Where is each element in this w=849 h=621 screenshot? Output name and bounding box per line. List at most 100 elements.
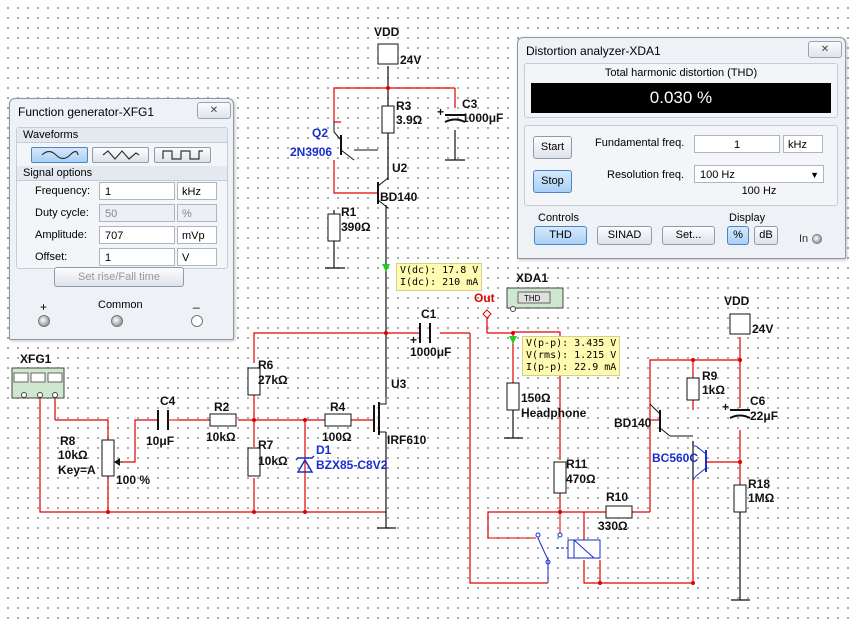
svg-text:R7: R7	[258, 438, 274, 452]
probe-1-vdc: V(dc): 17.8 V	[400, 265, 479, 276]
thd-label: Total harmonic distortion (THD)	[604, 67, 758, 79]
start-button[interactable]: Start	[533, 136, 572, 159]
minus-terminal-label: _	[193, 295, 200, 309]
svg-text:VDD: VDD	[724, 294, 750, 308]
svg-text:10kΩ: 10kΩ	[58, 448, 88, 462]
capacitor-c6[interactable]: C6 22μF +	[722, 394, 778, 423]
minus-terminal[interactable]	[191, 315, 203, 327]
fundamental-freq-input[interactable]: 1	[694, 135, 780, 153]
probe-1-idc: I(dc): 210 mA	[400, 277, 479, 288]
waveform-sine-button[interactable]	[31, 147, 88, 163]
junction-dots	[106, 86, 742, 585]
function-generator-close-button[interactable]: ✕	[197, 102, 231, 119]
probe-2-marker[interactable]	[509, 336, 517, 344]
offset-unit[interactable]: V	[177, 248, 217, 266]
duty-cycle-input[interactable]: 50	[99, 204, 175, 222]
transistor-u2[interactable]: U2 BD140	[377, 161, 418, 209]
percent-button[interactable]: %	[727, 226, 749, 245]
resistor-r18[interactable]: R18 1MΩ	[733, 477, 775, 513]
resistor-r7[interactable]: R7 10kΩ	[247, 438, 288, 477]
resistor-r3[interactable]: R3 3.9Ω	[381, 99, 423, 134]
capacitor-c3[interactable]: C3 1000μF +	[437, 97, 503, 125]
resistor-r4[interactable]: R4 100Ω	[322, 400, 352, 444]
duty-cycle-unit[interactable]: %	[177, 204, 217, 222]
offset-input[interactable]: 1	[99, 248, 175, 266]
transistor-bd140-right[interactable]: BD140	[614, 403, 693, 437]
chevron-down-icon[interactable]: ▼	[810, 170, 819, 180]
xda1-instrument[interactable]: XDA1 THD	[506, 271, 564, 312]
svg-text:IRF610: IRF610	[387, 433, 427, 447]
waveform-triangle-button[interactable]	[92, 147, 149, 163]
resistor-r10[interactable]: R10 330Ω	[598, 490, 633, 533]
resistor-r2[interactable]: R2 10kΩ	[206, 400, 237, 444]
resolution-freq-label: Resolution freq.	[607, 169, 685, 181]
amplitude-label: Amplitude:	[35, 229, 87, 241]
svg-text:150Ω: 150Ω	[521, 391, 551, 405]
thd-button[interactable]: THD	[534, 226, 587, 245]
stop-button[interactable]: Stop	[533, 170, 572, 193]
frequency-input[interactable]: 1	[99, 182, 175, 200]
headphone-load[interactable]: 150Ω Headphone	[506, 382, 587, 420]
svg-text:Headphone: Headphone	[521, 406, 587, 420]
resistor-r1[interactable]: R1 390Ω	[327, 205, 371, 242]
controls-label: Controls	[538, 212, 579, 224]
resistor-r6[interactable]: R6 27kΩ	[247, 358, 288, 396]
common-terminal[interactable]	[111, 315, 123, 327]
svg-text:Out: Out	[474, 291, 495, 305]
common-terminal-label: Common	[98, 299, 143, 311]
resolution-freq-select[interactable]: 100 Hz ▼	[694, 165, 824, 183]
out-label: Out	[474, 291, 495, 319]
svg-text:R4: R4	[330, 400, 346, 414]
distortion-analyzer-close-button[interactable]: ✕	[808, 41, 842, 58]
set-rise-fall-time-button[interactable]: Set rise/Fall time	[54, 267, 184, 287]
distortion-analyzer-title: Distortion analyzer-XDA1	[526, 44, 661, 58]
transistor-bc560c[interactable]: BC560C	[652, 445, 707, 481]
svg-text:24V: 24V	[400, 53, 421, 67]
frequency-unit[interactable]: kHz	[177, 182, 217, 200]
svg-text:+: +	[437, 105, 444, 119]
zener-diode-d1[interactable]: D1 BZX85-C8V2	[295, 443, 388, 473]
waveform-square-button[interactable]	[154, 147, 211, 163]
resolution-freq-readout: 100 Hz	[741, 185, 777, 197]
amplitude-input[interactable]: 707	[99, 226, 175, 244]
svg-text:R6: R6	[258, 358, 274, 372]
plus-terminal[interactable]	[38, 315, 50, 327]
xfg1-instrument[interactable]: XFG1	[11, 352, 65, 399]
relay-switch[interactable]	[488, 512, 601, 583]
svg-text:BC560C: BC560C	[652, 451, 698, 465]
probe-2-vrms: V(rms): 1.215 V	[526, 350, 617, 361]
mosfet-u3[interactable]: U3 IRF610	[373, 377, 427, 447]
controls-panel: Controls THD SINAD Set... Display % dB	[524, 212, 780, 248]
probe-1-marker[interactable]	[382, 264, 390, 272]
fundamental-freq-unit[interactable]: kHz	[783, 135, 823, 153]
thd-value: 0.030 %	[649, 88, 713, 107]
frequency-label: Frequency:	[35, 185, 91, 197]
svg-text:R2: R2	[214, 400, 230, 414]
resistor-r11[interactable]: R11 470Ω	[553, 457, 596, 494]
potentiometer-r8[interactable]: R8 10kΩ Key=A 100 %	[58, 434, 150, 487]
transistor-q2[interactable]: Q2 2N3906	[290, 122, 378, 161]
svg-text:R3: R3	[396, 99, 412, 113]
svg-text:27kΩ: 27kΩ	[258, 373, 288, 387]
plus-terminal-label: +	[40, 300, 48, 314]
svg-text:10μF: 10μF	[146, 434, 174, 448]
svg-text:22μF: 22μF	[750, 409, 778, 423]
function-generator-title: Function generator-XFG1	[18, 105, 155, 119]
db-button[interactable]: dB	[754, 226, 778, 245]
probe-2-ipp: I(p-p): 22.9 mA	[526, 362, 617, 373]
capacitor-c4[interactable]: C4 10μF	[146, 394, 178, 448]
set-button[interactable]: Set...	[662, 226, 715, 245]
vdd-source-top[interactable]: VDD 24V	[374, 25, 421, 67]
amplitude-unit[interactable]: mVp	[177, 226, 217, 244]
svg-text:R18: R18	[748, 477, 770, 491]
svg-text:Key=A: Key=A	[58, 463, 96, 477]
svg-text:100Ω: 100Ω	[322, 430, 352, 444]
sinad-button[interactable]: SINAD	[597, 226, 652, 245]
svg-text:R10: R10	[606, 490, 628, 504]
resistor-r9[interactable]: R9 1kΩ	[686, 369, 725, 401]
vdd-source-right[interactable]: VDD 24V	[724, 294, 773, 336]
fundamental-freq-label: Fundamental freq.	[595, 137, 685, 149]
in-terminal[interactable]	[812, 234, 822, 244]
capacitor-c1[interactable]: C1 1000μF +	[410, 307, 451, 359]
